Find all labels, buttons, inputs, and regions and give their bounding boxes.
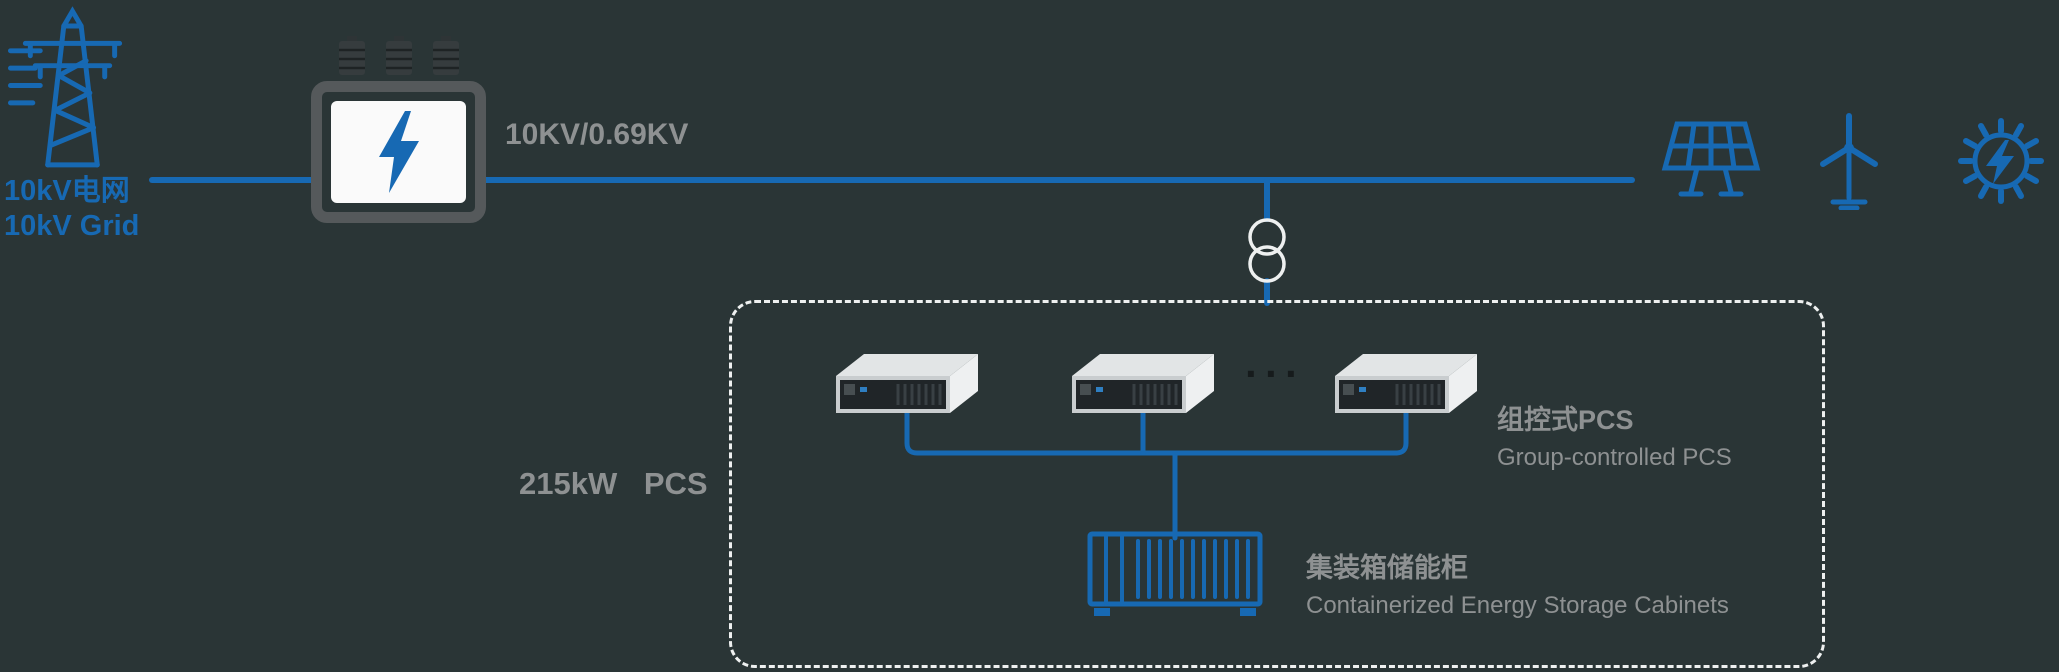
transmission-tower-icon: [8, 6, 132, 175]
pcs-power-label: 215kW PCS: [519, 466, 708, 501]
pcs-converter-unit-icon: [1070, 351, 1216, 424]
grid-label-en: 10kV Grid: [4, 210, 140, 242]
coupling-transformer-circles-icon: [1248, 218, 1286, 283]
storage-label: 集装箱储能柜 Containerized Energy Storage Cabi…: [1306, 546, 1729, 620]
pcs-group-box: [729, 300, 1825, 668]
storage-label-en: Containerized Energy Storage Cabinets: [1306, 592, 1729, 619]
power-wires: [8, 48, 43, 106]
pcs-group-label-en: Group-controlled PCS: [1497, 444, 1732, 471]
pcs-ellipsis: ···: [1245, 350, 1305, 397]
solar-panel-icon: [1659, 118, 1763, 213]
pcs-converter-unit-icon: [1333, 351, 1479, 424]
transformer-icon: [311, 36, 486, 223]
storage-label-zh: 集装箱储能柜: [1306, 553, 1468, 583]
pcs-group-label: 组控式PCS Group-controlled PCS: [1497, 398, 1732, 472]
pcs-bus-line: [904, 409, 1409, 456]
wind-turbine-icon: [1806, 108, 1892, 215]
transformer-bushing-icon: [432, 36, 459, 75]
lightning-bolt-icon: [378, 111, 419, 193]
container-icon: [1086, 528, 1266, 625]
transformer-bushing-icon: [338, 36, 365, 75]
transformer-panel: [331, 101, 466, 203]
generator-gear-icon: [1948, 110, 2054, 217]
grid-label: 10kV电网 10kV Grid: [4, 174, 139, 244]
transformer-bushings: [311, 36, 486, 76]
pcs-group-label-zh: 组控式PCS: [1497, 405, 1634, 435]
pcs-converter-unit-icon: [834, 351, 980, 424]
transformer-body: [311, 81, 486, 223]
voltage-label: 10KV/0.69KV: [505, 118, 689, 151]
transformer-bushing-icon: [385, 36, 412, 75]
grid-label-zh: 10kV电网: [4, 175, 130, 207]
